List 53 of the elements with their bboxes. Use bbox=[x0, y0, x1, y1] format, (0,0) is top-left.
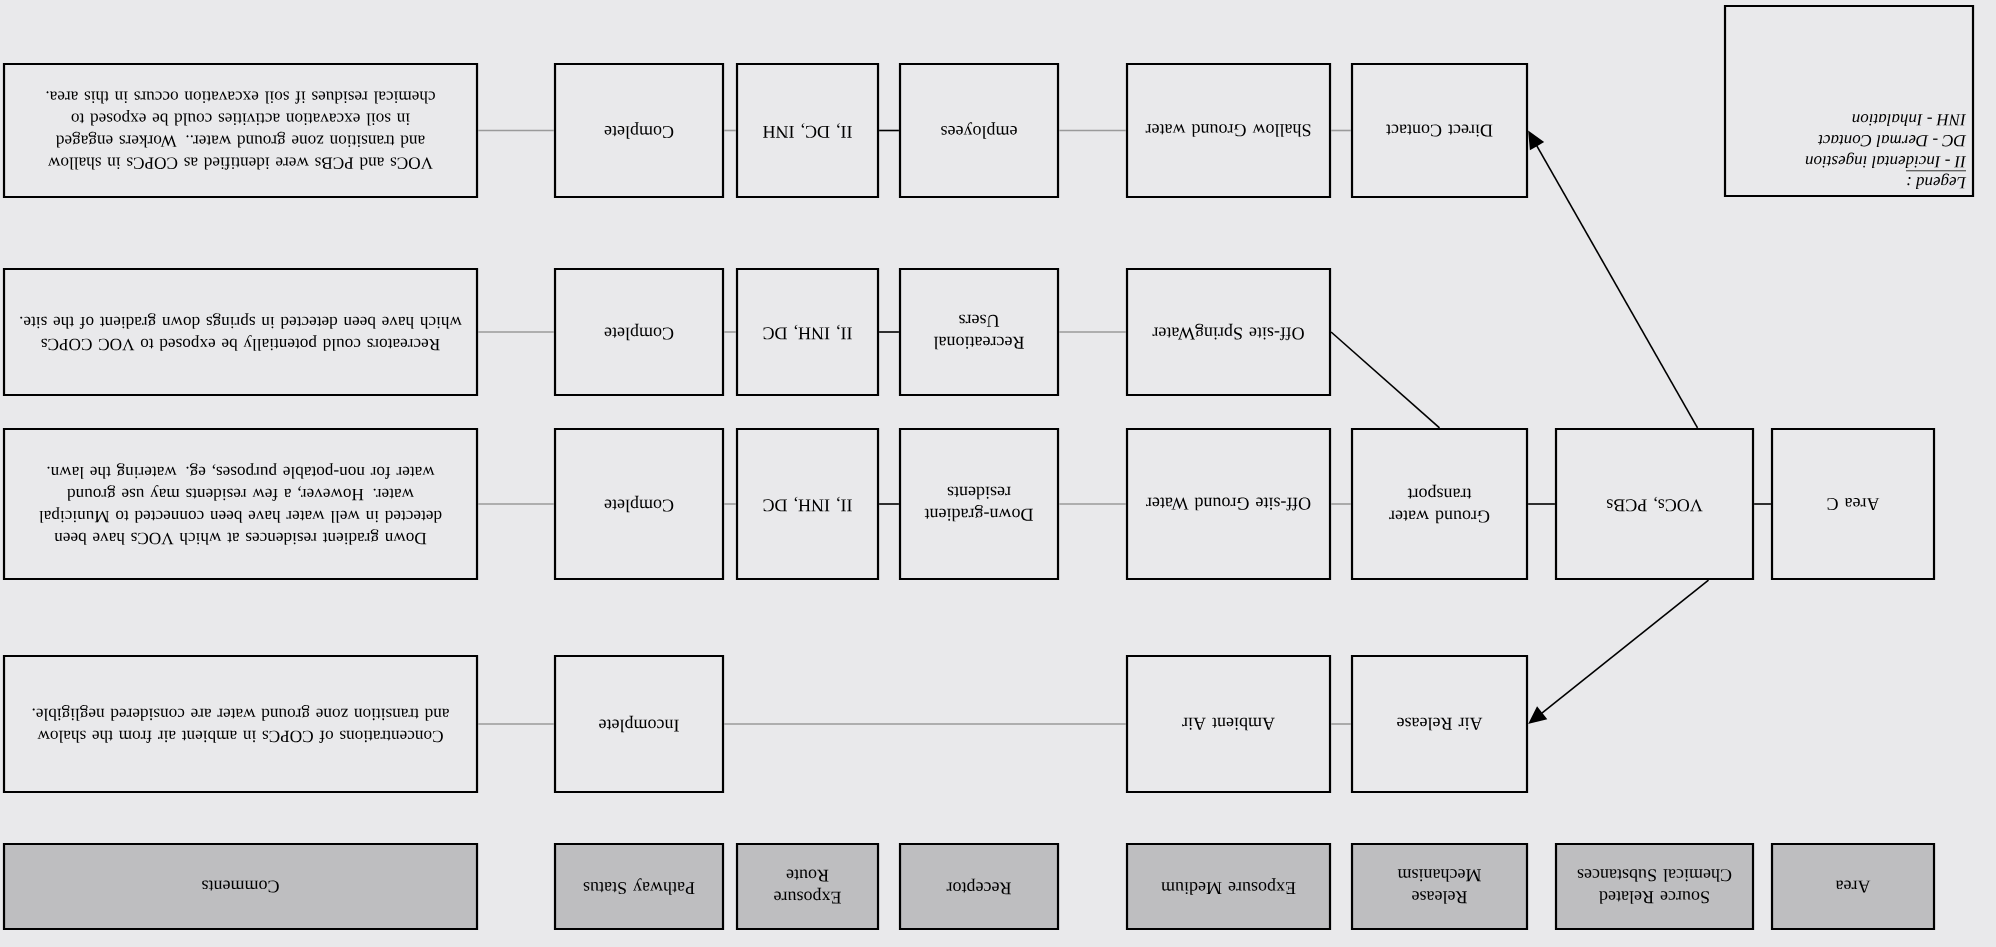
comment-box: Concentrations of COPCs in ambient air from the shalow and transition zone ground water are considered negligible. bbox=[2, 654, 479, 794]
legend-box: Legend : II - Incidental ingestion DC - Dermal Contact INH - Inhalation bbox=[1723, 4, 1975, 198]
process-box: Complete bbox=[553, 62, 725, 199]
connector-line bbox=[723, 331, 737, 333]
process-box: II, INH, DC bbox=[735, 427, 880, 581]
connector-line bbox=[723, 129, 737, 132]
connector-line bbox=[1330, 723, 1352, 725]
column-header: Pathway Status bbox=[553, 842, 725, 931]
connector-line bbox=[1330, 129, 1352, 132]
connector-line bbox=[1330, 331, 1441, 429]
process-box: Direct Contact bbox=[1350, 62, 1529, 199]
column-header: Comments bbox=[2, 842, 479, 931]
comment-box: Recreators could potentially be exposed to VOC COPCs which have been detected in springs down gradient of the site. bbox=[2, 267, 479, 397]
process-box: Off-site Ground Water bbox=[1125, 427, 1332, 581]
connector-line bbox=[1753, 503, 1772, 505]
connector-line bbox=[1527, 503, 1556, 505]
connector-line bbox=[878, 331, 900, 333]
process-box: Air Release bbox=[1350, 654, 1529, 794]
process-box: Ambient Air bbox=[1125, 654, 1332, 794]
column-header: Receptor bbox=[898, 842, 1060, 931]
process-box: Complete bbox=[553, 267, 725, 397]
process-box: Area C bbox=[1770, 427, 1936, 581]
process-box: Incomplete bbox=[553, 654, 725, 794]
connector-line bbox=[878, 129, 900, 132]
connector-line bbox=[723, 503, 737, 505]
process-box: Ground water transport bbox=[1350, 427, 1529, 581]
process-box: II, DC, INH bbox=[735, 62, 880, 199]
column-header: Exposure Route bbox=[735, 842, 880, 931]
connector-line bbox=[1058, 331, 1127, 333]
process-box: Recreational Users bbox=[898, 267, 1060, 397]
process-box: II, INH, DC bbox=[735, 267, 880, 397]
comment-box: VOCs and PCBs were identified as COPCs in shallow and transition zone ground water.. Workers engaged in soil excavation activities could be exposed to chemical residues if soil excavation occurs in this area. bbox=[2, 62, 479, 199]
process-box: Off-site SpringWater bbox=[1125, 267, 1332, 397]
column-header: Exposure Medium bbox=[1125, 842, 1332, 931]
column-header: Area bbox=[1770, 842, 1936, 931]
column-header: Release Mechanism bbox=[1350, 842, 1529, 931]
connector-line bbox=[878, 503, 900, 505]
column-header: Source Related Chemical Substances bbox=[1554, 842, 1755, 931]
process-box: Shallow Ground water bbox=[1125, 62, 1332, 199]
connector-line bbox=[477, 503, 555, 505]
connector-line bbox=[723, 723, 1127, 725]
connector-line bbox=[477, 723, 555, 725]
comment-box: Down gradient residences at which VOCs have been detected in well water have been connected to Municipal water. However, a few residents may use ground water for non-potable purposes, eg. watering the lawn. bbox=[2, 427, 479, 581]
connector-line bbox=[1330, 503, 1352, 505]
arrow bbox=[1528, 579, 1710, 724]
connector-line bbox=[477, 129, 555, 132]
connector-line bbox=[1058, 503, 1127, 505]
process-box: Down-gradient residents bbox=[898, 427, 1060, 581]
process-box: Complete bbox=[553, 427, 725, 581]
process-box: VOCs, PCBs bbox=[1554, 427, 1755, 581]
connector-line bbox=[1058, 129, 1127, 132]
connector-line bbox=[477, 331, 555, 333]
process-box: employees bbox=[898, 62, 1060, 199]
